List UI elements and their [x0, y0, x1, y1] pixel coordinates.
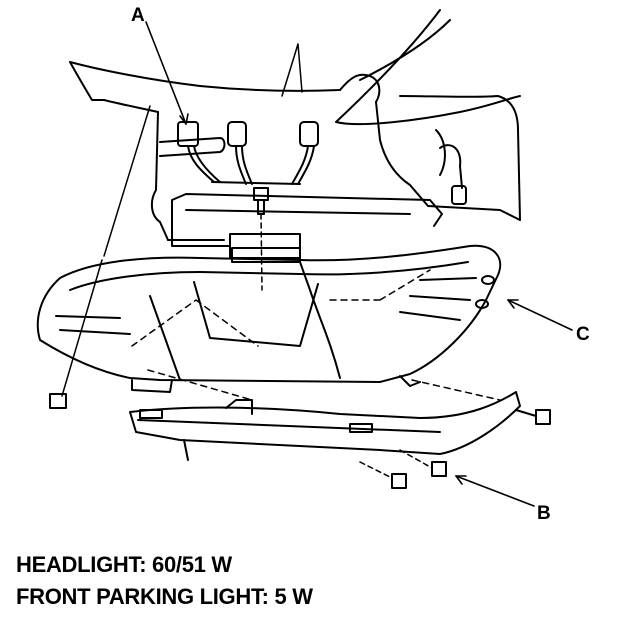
callout-b-label: B: [537, 503, 551, 524]
parking-light-connector: [440, 145, 466, 204]
parking-light-wattage-spec: FRONT PARKING LIGHT: 5 W: [16, 584, 313, 609]
side-bolts: [50, 106, 550, 488]
headlight-unit: [38, 246, 500, 392]
parking-light-strip: [130, 392, 520, 460]
callout-c-label: C: [576, 324, 590, 345]
headlight-wattage-spec: HEADLIGHT: 60/51 W: [16, 552, 232, 577]
center-bolt: [254, 188, 268, 290]
callout-leader-lines: [146, 22, 572, 506]
headlight-guide-lines: [132, 270, 500, 400]
upper-mount-leader-lines: [282, 44, 302, 96]
callout-a-label: A: [131, 5, 145, 26]
hood-inner: [360, 20, 450, 80]
body-panel: [70, 62, 520, 240]
hood-edge: [336, 10, 520, 124]
headlight-connectors: [178, 122, 318, 184]
headlight-assembly-diagram: [0, 0, 624, 540]
mounting-frame: [172, 194, 442, 258]
